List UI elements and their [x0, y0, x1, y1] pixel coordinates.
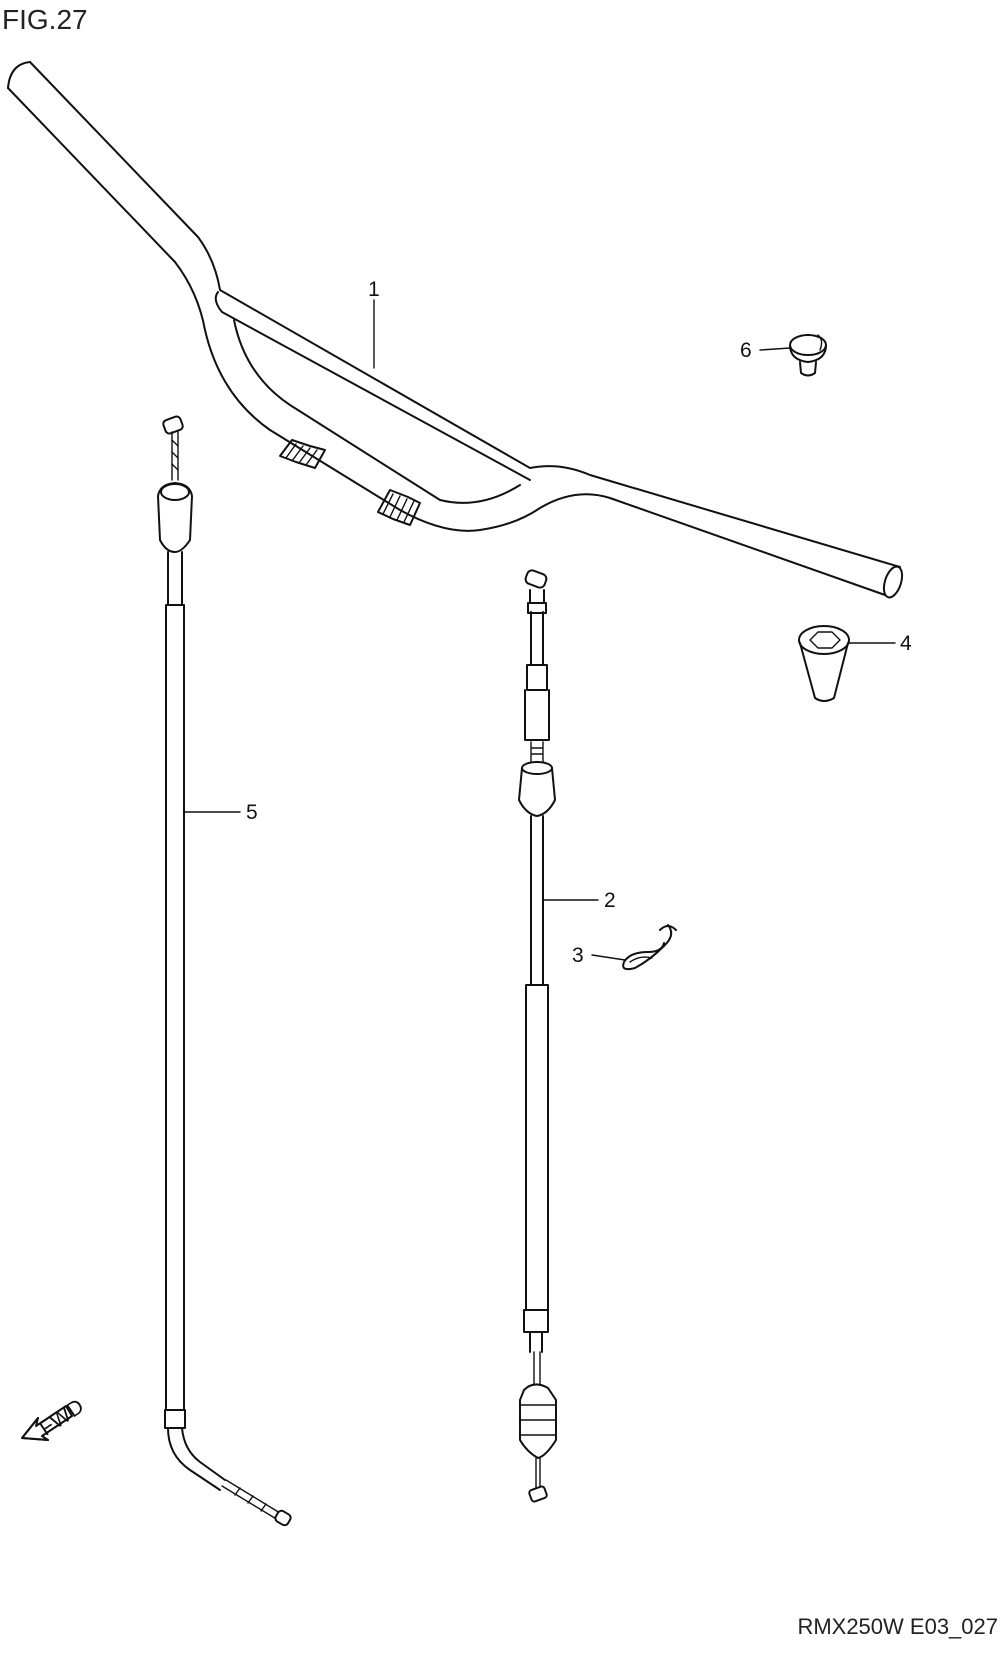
throttle-cable-part[interactable] [157, 415, 292, 1527]
bar-end-plug-part[interactable] [798, 625, 850, 702]
knurl-band-left [279, 439, 326, 469]
callout-4: 4 [900, 632, 912, 655]
callout-6: 6 [740, 339, 752, 362]
handlebar-part[interactable] [7, 61, 906, 600]
cable-clamp-part[interactable] [622, 924, 677, 971]
figure-title: FIG.27 [2, 4, 88, 35]
forward-arrow-label: FWD [36, 1395, 89, 1441]
knurl-band-right [377, 489, 421, 526]
figure-code: RMX250W E03_027 [797, 1614, 998, 1639]
leader-lines [183, 299, 896, 961]
callout-3: 3 [572, 944, 584, 967]
callout-1: 1 [368, 278, 380, 301]
callout-2: 2 [604, 889, 616, 912]
cap-part[interactable] [789, 334, 827, 377]
forward-arrow-icon: FWD [21, 1395, 89, 1441]
callout-5: 5 [246, 801, 258, 824]
clutch-cable-part[interactable] [518, 569, 557, 1503]
